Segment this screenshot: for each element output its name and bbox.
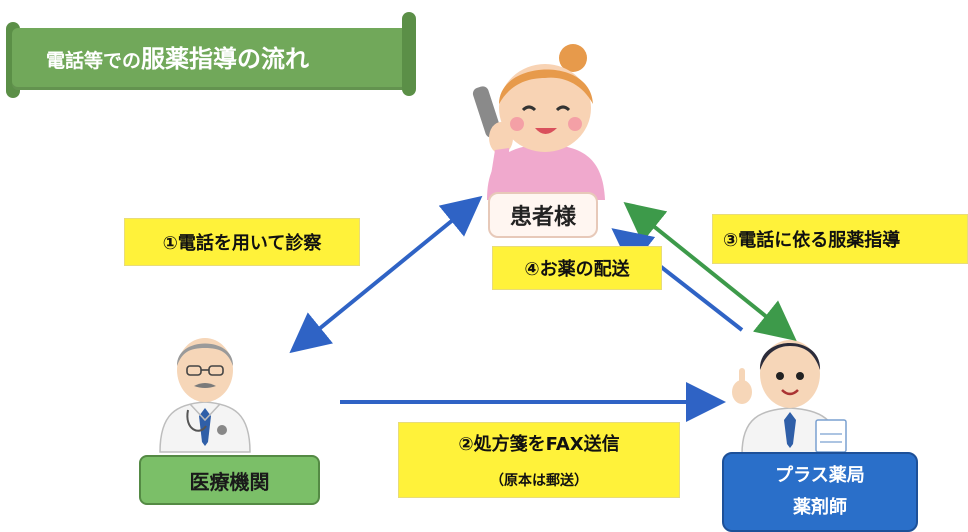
title-banner — [12, 28, 412, 90]
step2-note: （原本は郵送） — [490, 473, 588, 489]
step3-label: ③電話に依る服薬指導 — [712, 214, 968, 264]
patient-illustration — [472, 44, 605, 200]
step4-label: ④お薬の配送 — [492, 246, 662, 290]
title-emphasis: 服薬指導 — [141, 45, 238, 73]
step2-text: ②処方箋をFAX送信 — [458, 434, 620, 455]
step1-label: ①電話を用いて診察 — [124, 218, 360, 266]
arrow-pharmacy-patient-guidance — [623, 201, 797, 342]
page-title: 電話等での服薬指導の流れ — [46, 28, 309, 90]
pharmacist-illustration — [732, 340, 847, 455]
title-suffix: の流れ — [237, 45, 310, 73]
doctor-illustration — [159, 338, 251, 453]
pharmacy-name: プラス薬局 — [775, 465, 865, 486]
banner-roll-right — [402, 12, 416, 96]
pharmacy-label: プラス薬局 薬剤師 — [722, 452, 918, 532]
clinic-label: 医療機関 — [139, 455, 320, 505]
title-prefix: 電話等での — [46, 50, 142, 72]
patient-label: 患者様 — [488, 192, 598, 238]
pharmacist-role: 薬剤師 — [793, 497, 847, 518]
arrow-clinic-patient — [289, 195, 483, 354]
step2-label: ②処方箋をFAX送信 （原本は郵送） — [398, 422, 680, 498]
